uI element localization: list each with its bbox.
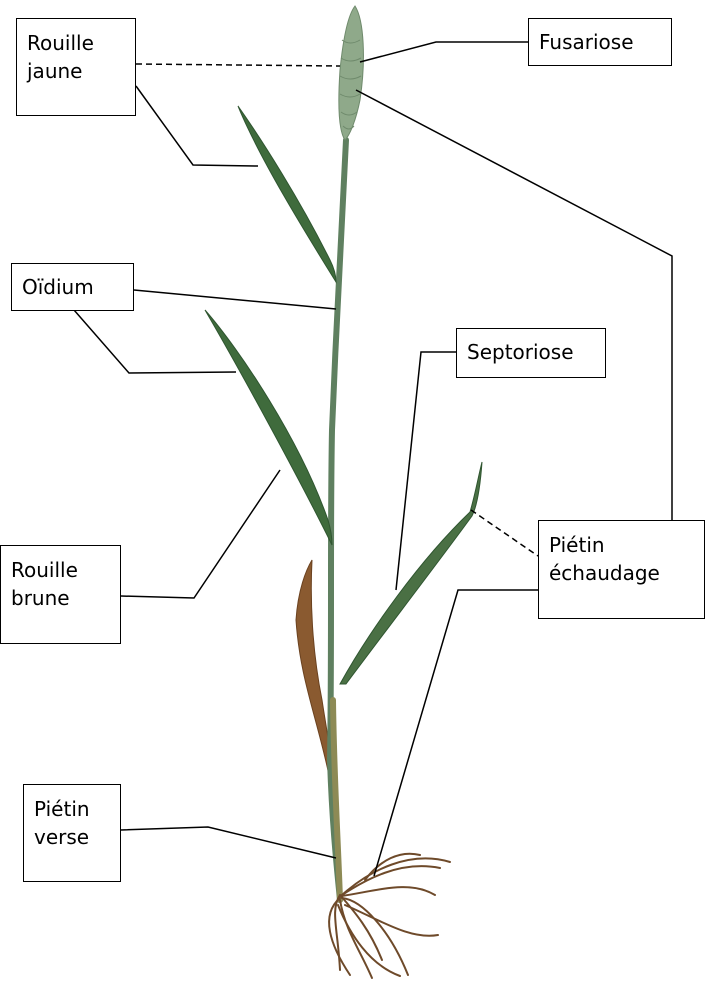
label-rouille-jaune-line2: jaune <box>27 57 125 85</box>
label-pietin-echaudage-line2: échaudage <box>549 559 694 587</box>
label-pietin-verse: Piétin verse <box>23 784 121 882</box>
label-pietin-verse-line1: Piétin <box>34 795 110 823</box>
label-pietin-echaudage: Piétin échaudage <box>538 520 705 619</box>
stem-lower <box>333 700 340 900</box>
label-rouille-brune: Rouille brune <box>0 545 121 644</box>
middle-leaf <box>205 310 332 545</box>
label-fusariose: Fusariose <box>528 18 672 66</box>
leader-pietin-echaudage-dashed <box>471 510 538 556</box>
label-rouille-brune-line1: Rouille <box>11 556 110 584</box>
leader-lines <box>74 42 672 876</box>
label-septoriose-line1: Septoriose <box>467 338 595 366</box>
dry-leaf <box>296 560 331 780</box>
label-pietin-verse-line2: verse <box>34 823 110 851</box>
label-pietin-echaudage-line1: Piétin <box>549 531 694 559</box>
leader-pietin-verse <box>121 827 336 858</box>
label-oidium-line1: Oïdium <box>22 273 123 301</box>
label-septoriose: Septoriose <box>456 328 606 378</box>
leader-septoriose <box>396 352 456 590</box>
leader-fusariose <box>360 42 528 62</box>
leader-pietin-echaudage-upper <box>356 90 672 520</box>
flag-leaf <box>238 106 336 282</box>
wheat-ear <box>339 6 364 140</box>
roots <box>329 854 450 978</box>
leader-rouille-jaune-dashed <box>136 64 340 66</box>
label-rouille-jaune: Rouille jaune <box>16 18 136 116</box>
leader-pietin-echaudage <box>374 590 538 876</box>
leader-oidium <box>134 290 336 309</box>
right-leaf <box>340 462 482 684</box>
wheat-plant <box>205 6 482 978</box>
label-rouille-jaune-line1: Rouille <box>27 29 125 57</box>
leader-rouille-brune <box>121 470 280 598</box>
label-oidium: Oïdium <box>11 263 134 311</box>
label-fusariose-line1: Fusariose <box>539 28 661 56</box>
label-rouille-brune-line2: brune <box>11 584 110 612</box>
leader-rouille-jaune <box>136 86 258 166</box>
